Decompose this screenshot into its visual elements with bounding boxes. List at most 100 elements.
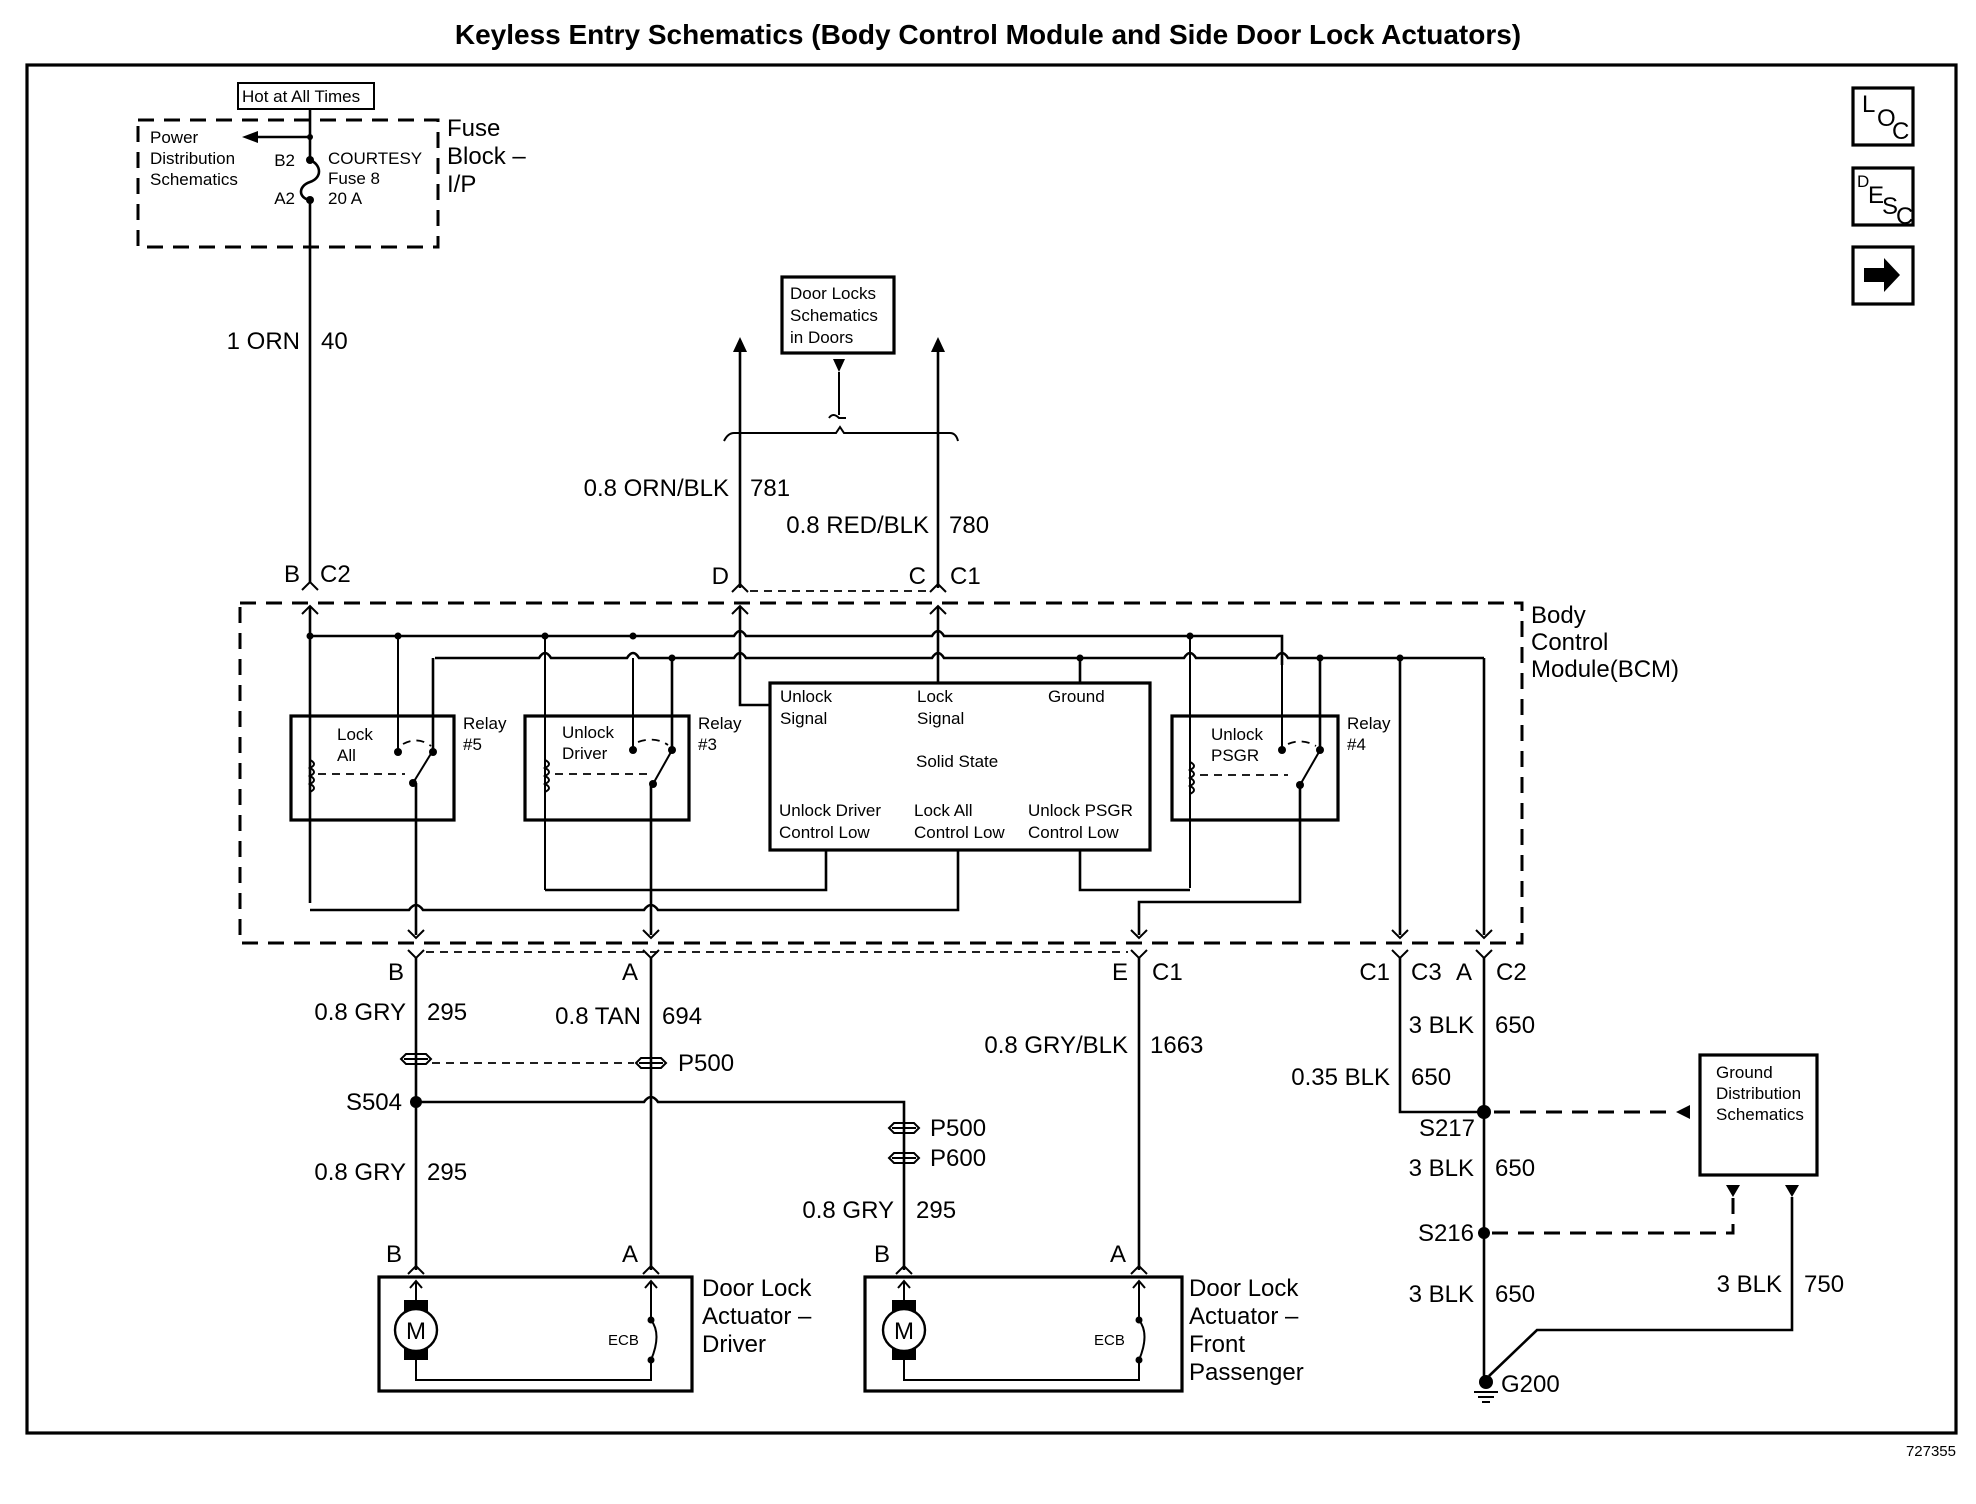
fuse-block-label: Fuse [447, 115, 500, 142]
diagram-frame [25, 63, 1958, 1435]
svg-text:P500: P500 [678, 1050, 734, 1077]
svg-text:S217: S217 [1419, 1115, 1475, 1142]
fuse-terminal-a2: A2 [274, 189, 295, 208]
svg-text:Control Low: Control Low [914, 823, 1005, 842]
figure-id: 727355 [1906, 1443, 1956, 1460]
fuse-number: Fuse 8 [328, 169, 380, 188]
circuit-breaker-icon [1138, 1319, 1146, 1361]
svg-text:Control: Control [1531, 629, 1608, 656]
svg-text:3 BLK: 3 BLK [1409, 1155, 1474, 1182]
svg-text:C1: C1 [1359, 959, 1390, 986]
svg-text:A: A [1110, 1241, 1126, 1268]
svg-text:295: 295 [427, 1159, 467, 1186]
svg-text:Control Low: Control Low [1028, 823, 1119, 842]
p600-connector-passenger [887, 1152, 921, 1164]
bcm-outline [238, 601, 1524, 945]
svg-text:B: B [874, 1241, 890, 1268]
desc-button[interactable]: D E S C [1851, 166, 1915, 230]
svg-text:Schematics: Schematics [150, 170, 238, 189]
bcm-label: Body [1531, 602, 1586, 629]
next-button[interactable] [1851, 245, 1915, 306]
svg-text:All: All [337, 746, 356, 765]
svg-text:A: A [1456, 959, 1472, 986]
svg-text:Module(BCM): Module(BCM) [1531, 656, 1679, 683]
svg-text:Control Low: Control Low [779, 823, 870, 842]
svg-text:0.8 ORN/BLK: 0.8 ORN/BLK [584, 475, 729, 502]
svg-text:C1: C1 [950, 563, 981, 590]
fuse-terminal-b2: B2 [274, 151, 295, 170]
ground-g200-icon [1474, 1375, 1498, 1403]
door-locks-schematics-ref[interactable]: Door Locks Schematics in Doors [780, 275, 896, 355]
svg-text:3 BLK: 3 BLK [1409, 1281, 1474, 1308]
svg-text:B: B [388, 959, 404, 986]
svg-text:in Doors: in Doors [790, 328, 853, 347]
svg-text:0.35 BLK: 0.35 BLK [1291, 1064, 1390, 1091]
fuse-icon [299, 158, 321, 202]
svg-text:A: A [622, 1241, 638, 1268]
svg-text:0.8 GRY/BLK: 0.8 GRY/BLK [984, 1032, 1128, 1059]
ground-g200-label: G200 [1501, 1371, 1560, 1398]
splice-s217 [1477, 1105, 1491, 1119]
svg-text:694: 694 [662, 1003, 702, 1030]
svg-text:0.8 GRY: 0.8 GRY [314, 1159, 406, 1186]
battery-bus [310, 629, 1284, 665]
loc-button[interactable]: L O C [1851, 86, 1915, 147]
svg-text:Front: Front [1189, 1331, 1245, 1358]
loc-letter-c: C [1892, 118, 1909, 145]
svg-text:0.8 GRY: 0.8 GRY [802, 1197, 894, 1224]
svg-text:ECB: ECB [608, 1332, 639, 1349]
svg-text:Solid State: Solid State [916, 752, 998, 771]
motor-icon [881, 1307, 927, 1353]
p500-connector-driver-b [399, 1053, 433, 1065]
right-arrow-icon [1864, 258, 1900, 292]
svg-text:P500: P500 [930, 1115, 986, 1142]
svg-text:#4: #4 [1347, 735, 1366, 754]
svg-text:ECB: ECB [1094, 1332, 1125, 1349]
svg-text:S504: S504 [346, 1089, 402, 1116]
door-lock-actuator-driver: B A M ECB Door Lock Actuator – Driver [377, 1241, 812, 1393]
desc-letter-d: D [1857, 172, 1869, 191]
svg-text:C1: C1 [1152, 959, 1183, 986]
svg-text:Actuator –: Actuator – [1189, 1303, 1299, 1330]
svg-text:Unlock: Unlock [1211, 725, 1263, 744]
power-distribution-ref[interactable]: Power Distribution Schematics [150, 128, 238, 189]
svg-text:Ground: Ground [1048, 687, 1105, 706]
loc-letter-l: L [1862, 91, 1875, 118]
power-distribution-arrow-icon [242, 131, 258, 143]
svg-text:Distribution: Distribution [1716, 1084, 1801, 1103]
p500-connector-driver-a [634, 1057, 668, 1069]
svg-text:Unlock: Unlock [780, 687, 832, 706]
svg-text:Lock: Lock [917, 687, 953, 706]
relay-coil-icon [1187, 761, 1195, 795]
motor-icon [393, 1307, 439, 1353]
svg-text:1663: 1663 [1150, 1032, 1203, 1059]
hot-at-all-times-label: Hot at All Times [242, 87, 360, 106]
svg-text:Lock All: Lock All [914, 801, 973, 820]
relay-coil-icon [307, 759, 315, 793]
ground-distribution-schematics-ref[interactable]: Ground Distribution Schematics [1698, 1053, 1819, 1177]
svg-text:Block –: Block – [447, 143, 526, 170]
svg-text:P600: P600 [930, 1145, 986, 1172]
circuit-breaker-icon [650, 1319, 658, 1361]
svg-text:750: 750 [1804, 1271, 1844, 1298]
loc-letter-o: O [1877, 105, 1896, 132]
svg-text:Relay: Relay [1347, 714, 1391, 733]
fuse-block-outline [136, 118, 440, 249]
svg-text:#5: #5 [463, 735, 482, 754]
svg-text:Signal: Signal [780, 709, 827, 728]
circuit-number: 40 [321, 328, 348, 355]
p500-connector-passenger [887, 1122, 921, 1134]
svg-text:0.8 RED/BLK: 0.8 RED/BLK [786, 512, 929, 539]
wire-650-035 [1398, 958, 1484, 1114]
door-lock-actuator-front-passenger: B A M ECB Door Lock Actuator – Front Pas… [863, 1241, 1304, 1393]
relay-5-lock-all: Lock All Relay #5 [289, 636, 507, 822]
svg-text:Unlock Driver: Unlock Driver [779, 801, 881, 820]
ground-bus [435, 651, 1484, 660]
svg-text:Passenger: Passenger [1189, 1359, 1304, 1386]
svg-text:C3: C3 [1411, 959, 1442, 986]
desc-letter-s: S [1882, 193, 1898, 220]
svg-text:Driver: Driver [702, 1331, 766, 1358]
svg-text:Relay: Relay [698, 714, 742, 733]
svg-text:650: 650 [1411, 1064, 1451, 1091]
svg-text:650: 650 [1495, 1281, 1535, 1308]
